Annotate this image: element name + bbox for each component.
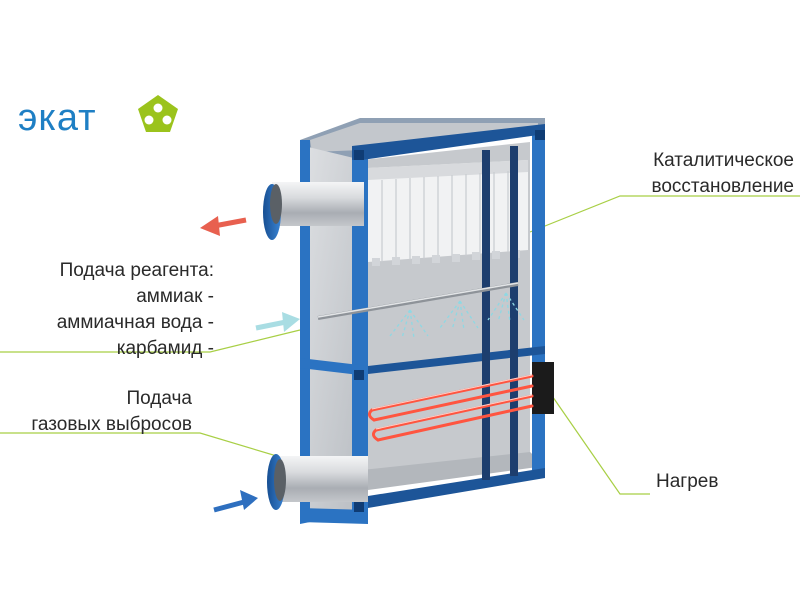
label-gas-line1: Подача bbox=[126, 388, 192, 409]
label-catalytic-reduction: Каталитическое восстановление bbox=[608, 148, 794, 200]
label-gas-supply: Подача газовых выбросов bbox=[4, 386, 192, 438]
label-reagent-line2: аммиак - bbox=[136, 286, 214, 307]
label-catalytic-line1: Каталитическое bbox=[653, 150, 794, 171]
logo-text: экат bbox=[18, 97, 97, 139]
label-reagent-line3: аммиачная вода - bbox=[56, 312, 214, 333]
label-catalytic-line2: восстановление bbox=[651, 176, 794, 197]
inlet-pipe bbox=[267, 454, 368, 510]
outlet-pipe bbox=[263, 182, 364, 240]
logo-mark-icon bbox=[138, 95, 178, 132]
leader-reagent bbox=[0, 329, 301, 353]
label-gas-line2: газовых выбросов bbox=[31, 414, 192, 435]
leader-lines bbox=[0, 195, 800, 495]
heater bbox=[367, 362, 554, 442]
reagent-arrow bbox=[255, 312, 300, 332]
label-reagent-line4: карбамид - bbox=[116, 338, 214, 359]
label-reagent-line1: Подача реагента: bbox=[59, 260, 214, 281]
leader-heating bbox=[547, 389, 650, 495]
reagent-injector bbox=[317, 282, 525, 339]
label-heating: Нагрев bbox=[656, 471, 719, 492]
inlet-arrow bbox=[213, 490, 258, 513]
outlet-arrow bbox=[200, 216, 247, 236]
leader-catalytic bbox=[529, 195, 800, 233]
leader-gas bbox=[0, 432, 291, 461]
catalyst-block bbox=[368, 160, 528, 266]
label-reagent-supply: Подача реагента: аммиак - аммиачная вода… bbox=[4, 258, 214, 362]
support-posts bbox=[482, 146, 518, 480]
